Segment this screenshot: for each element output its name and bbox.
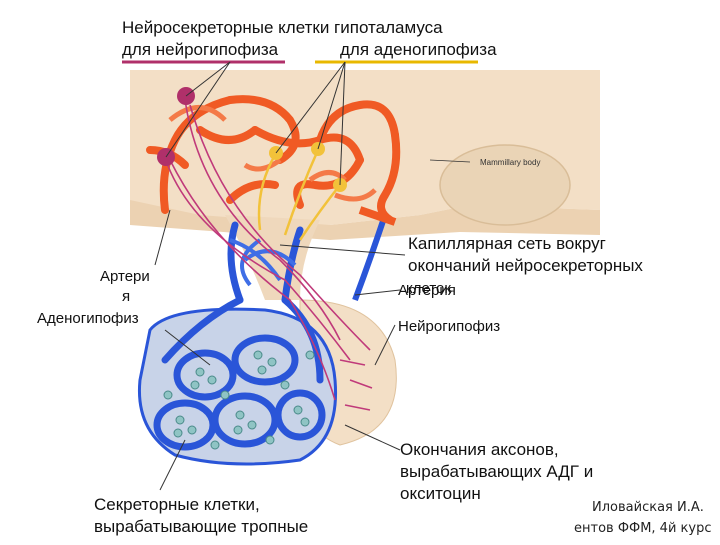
label-capillary-line-3: клеток bbox=[406, 280, 451, 297]
label-artery-left-2: я bbox=[122, 288, 131, 305]
label-axon-line-1: Окончания аксонов, bbox=[400, 440, 559, 459]
mammillary-body bbox=[439, 144, 571, 226]
artery-right-vessel bbox=[352, 214, 388, 302]
label-artery-left-1: Артери bbox=[100, 268, 150, 285]
label-adenohypophysis: Аденогипофиз bbox=[37, 310, 139, 327]
pointer-lines bbox=[154, 61, 406, 491]
credit-author: Иловайская И.А. bbox=[592, 500, 704, 515]
label-secretory-line-2: вырабатывающие тропные bbox=[94, 517, 309, 536]
label-neurohypophysis: Нейрогипофиз bbox=[398, 318, 501, 335]
artery-network bbox=[146, 95, 401, 224]
label-capillary-line-1: Капиллярная сеть вокруг bbox=[408, 234, 606, 253]
title-line-1: Нейросекреторные клетки гипоталамуса bbox=[122, 18, 443, 37]
mammillary-body-label: Mammillary body bbox=[480, 158, 540, 167]
axon-bundle-neuro bbox=[164, 99, 373, 411]
secretory-cells bbox=[163, 350, 315, 450]
label-secretory-line-1: Секреторные клетки, bbox=[94, 495, 260, 514]
title-adenohypophysis: для аденогипофиза bbox=[340, 40, 497, 59]
label-axon-line-2: вырабатывающих АДГ и bbox=[400, 462, 594, 481]
label-axon-line-3: окситоцин bbox=[400, 484, 481, 503]
mammillary-pointer bbox=[429, 159, 471, 163]
label-capillary-line-2: окончаний нейросекреторных bbox=[408, 256, 643, 275]
title-neurohypophysis: для нейрогипофиза bbox=[122, 40, 279, 59]
artery-right-orange bbox=[358, 206, 397, 226]
credit-course: ентов ФФМ, 4й курс bbox=[574, 521, 712, 536]
label-artery-right: Артерия bbox=[398, 282, 456, 299]
